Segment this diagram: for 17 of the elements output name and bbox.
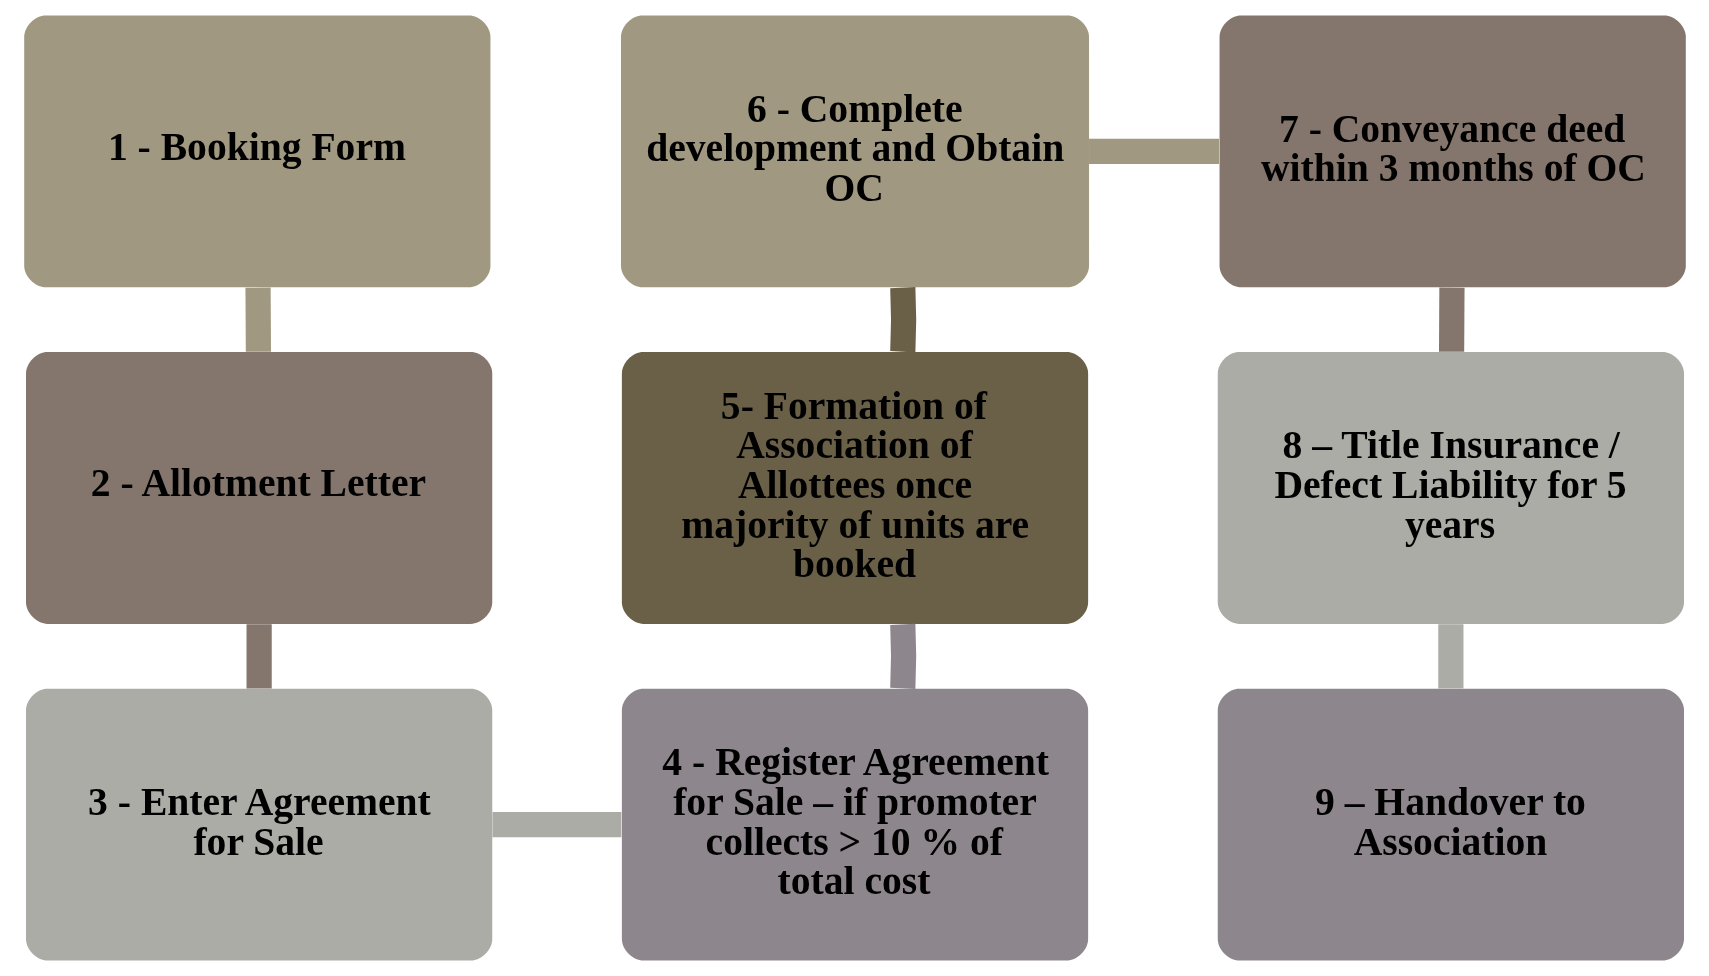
connector xyxy=(1437,624,1463,689)
node-box: 4 - Register Agreement for Sale – if promoter collects > 10 % of total cost xyxy=(621,688,1088,961)
node-box: 6 - Complete development and Obtain OC xyxy=(620,15,1089,288)
connector xyxy=(1438,287,1465,352)
connector xyxy=(889,287,916,353)
connector xyxy=(889,623,916,689)
connector xyxy=(491,812,621,838)
connector xyxy=(244,287,271,352)
node-box: 7 - Conveyance deed within 3 months of OC xyxy=(1219,15,1686,288)
node-box: 5- Formation of Association of Allottees once majority of units are booked xyxy=(621,352,1088,624)
connector xyxy=(246,624,272,689)
node-box: 1 - Booking Form xyxy=(23,15,490,288)
node-box: 3 - Enter Agreement for Sale xyxy=(25,688,492,961)
node-box: 9 – Handover to Association xyxy=(1217,688,1684,961)
connector xyxy=(1088,138,1219,164)
node-box: 8 – Title Insurance / Defect Liability for 5 years xyxy=(1217,352,1684,624)
node-box: 2 - Allotment Letter xyxy=(25,352,492,624)
